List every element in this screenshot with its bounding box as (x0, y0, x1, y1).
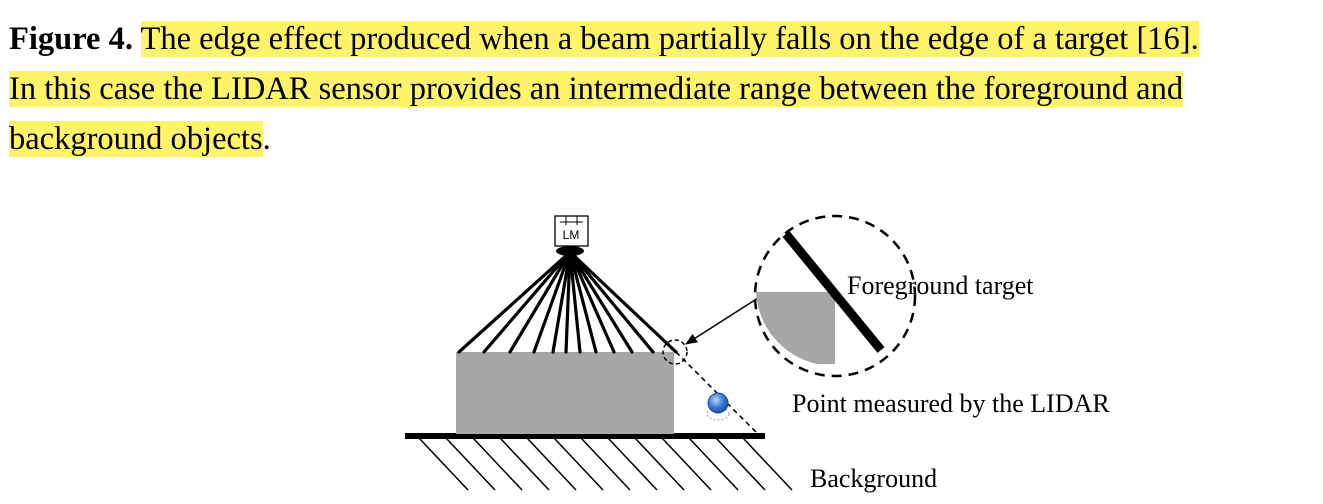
caption-period: . (262, 121, 271, 157)
zoom-detail (753, 214, 917, 378)
lidar-beams (457, 250, 678, 354)
sensor-label: LM (563, 228, 580, 242)
caption-line-1: The edge effect produced when a beam par… (140, 21, 1199, 57)
caption-line-3: background objects (9, 121, 263, 157)
measured-point-label: Point measured by the LIDAR (792, 389, 1110, 418)
caption-line-2: In this case the LIDAR sensor provides a… (9, 71, 1184, 107)
ground-line (405, 433, 765, 439)
edge-detail-marker (662, 339, 688, 365)
ground-hatching (418, 437, 793, 491)
foreground-target-box (456, 352, 674, 434)
figure-label: Figure 4. (9, 21, 133, 57)
figure-caption: Figure 4. The edge effect produced when … (9, 14, 1309, 164)
foreground-target-label: Foreground target (847, 271, 1034, 300)
sensor-beam-origin (556, 246, 584, 256)
background-label: Background (810, 464, 937, 493)
zoom-arrow (685, 292, 767, 345)
measured-point (706, 392, 730, 421)
lidar-sensor: LM (554, 215, 589, 247)
